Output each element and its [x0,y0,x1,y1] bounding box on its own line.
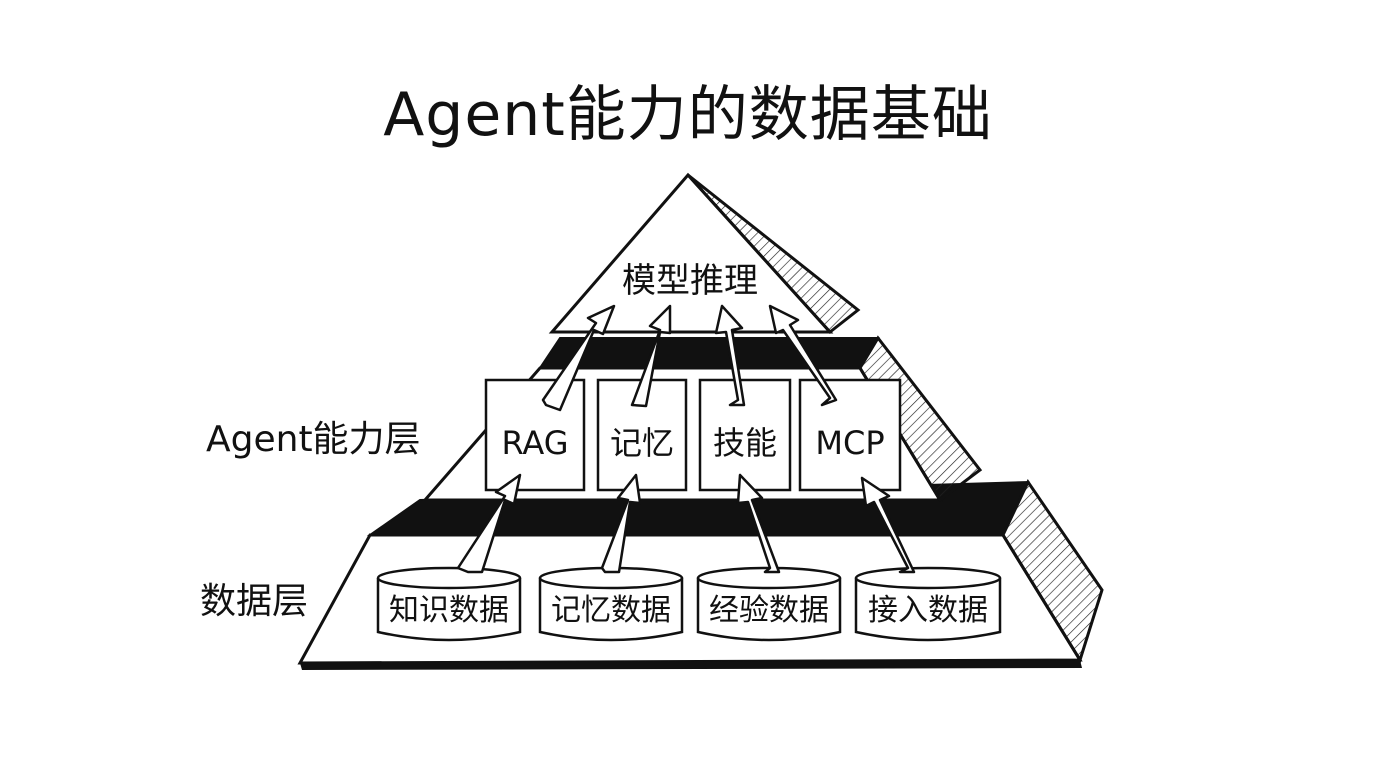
data-item-integration: 接入数据 [854,566,1002,642]
agent-item-label: 记忆 [610,424,674,462]
agent-item-label: RAG [501,424,568,462]
top-tier-side [686,173,861,335]
agent-item-label: 技能 [713,424,777,462]
data-item-label: 经验数据 [709,593,829,628]
diagram-title: Agent能力的数据基础 [383,80,993,150]
agent-tier-top-band [538,337,880,369]
data-tier-side [1001,478,1104,664]
arrow-mcp-to-reasoning [768,304,838,407]
arrow-knowledge-to-rag [456,473,522,574]
data-item-knowledge: 知识数据 [376,566,522,642]
arrow-skills-to-reasoning [714,304,746,407]
arrow-rag-to-reasoning [541,304,616,412]
agent-item-memory: 记忆 [596,378,688,492]
data-item-memory: 记忆数据 [538,566,684,642]
agent-item-skills: 技能 [698,378,792,492]
data-item-label: 接入数据 [868,593,988,628]
arrow-memory-to-reasoning [630,304,672,408]
data-item-label: 知识数据 [389,593,509,628]
agent-item-rag: RAG [484,378,586,492]
data-item-experience: 经验数据 [696,566,842,642]
data-tier-bottom-edge [300,660,1082,670]
data-item-label: 记忆数据 [551,593,671,628]
arrow-memory-data-to-memory [600,473,642,574]
top-tier-label: 模型推理 [622,261,758,301]
agent-layer-label: Agent能力层 [206,419,421,460]
arrow-integration-to-mcp [860,476,916,574]
agent-item-mcp: MCP [798,378,902,492]
data-layer-label: 数据层 [200,581,309,622]
agent-item-label: MCP [815,424,884,462]
arrow-experience-to-skills [736,473,781,574]
agent-tier-side [858,335,983,503]
